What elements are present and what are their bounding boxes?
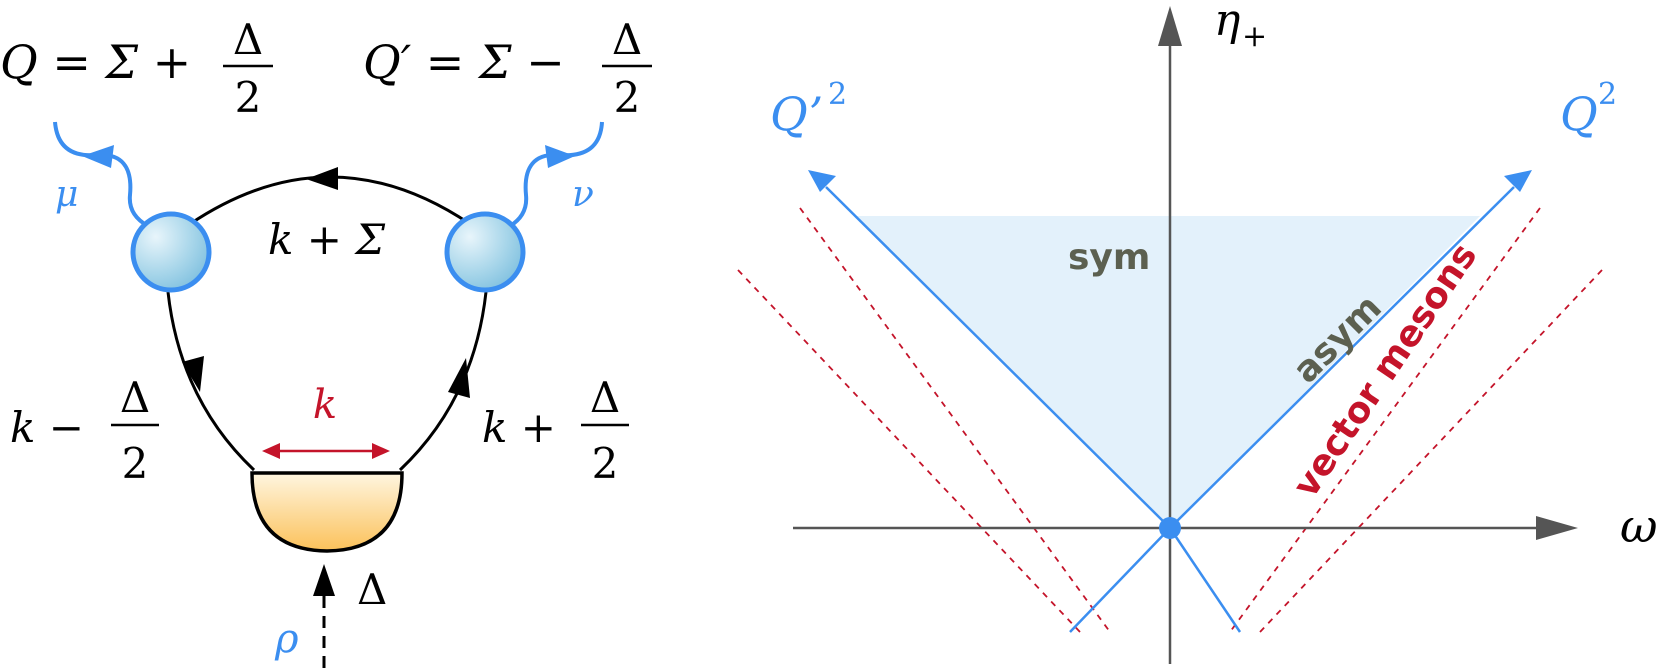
q2-diagonal <box>1169 186 1515 529</box>
right-frac-num: Δ <box>590 373 620 422</box>
q-right-frac-den: 2 <box>614 73 641 122</box>
feynman-diagram: Q = Σ + Δ 2 Q′ = Σ − Δ 2 μ ν k + Σ <box>0 15 652 671</box>
right-momentum: k + Δ 2 <box>482 373 629 488</box>
top-propagator-arrow <box>306 167 338 190</box>
left-propagator-arrow <box>182 356 204 392</box>
vertex-blob-right <box>444 211 526 293</box>
mu-label: μ <box>55 174 78 215</box>
vector-meson-lines <box>737 207 1603 633</box>
photon-mu-line <box>53 121 150 228</box>
photon-mu-arrow <box>82 145 114 168</box>
left-frac-den: 2 <box>122 439 149 488</box>
q2-arrow <box>1504 170 1532 192</box>
left-momentum: k − Δ 2 <box>10 373 159 488</box>
q-right-frac-num: Δ <box>612 15 642 64</box>
origin-dot <box>1159 517 1181 539</box>
q-left-frac-den: 2 <box>235 73 262 122</box>
rho-label: ρ <box>274 616 299 662</box>
q2-diagonal-lower <box>1168 527 1242 633</box>
vm-line-3 <box>1229 207 1541 633</box>
left-momentum-text: k − <box>10 403 84 452</box>
q-right-text: Q′ = Σ − <box>363 35 565 89</box>
right-propagator <box>398 291 488 472</box>
top-momentum-label: k + Σ <box>268 215 385 264</box>
sym-shaded-region <box>854 216 1480 528</box>
left-frac-num: Δ <box>120 373 150 422</box>
omega-axis-arrow <box>1536 516 1578 540</box>
eta-subscript: + <box>1242 19 1267 54</box>
photon-nu-line <box>508 121 604 228</box>
photon-nu-arrow <box>545 145 575 168</box>
k-label: k <box>313 382 337 428</box>
vm-line-1 <box>799 207 1111 633</box>
rho-arrow <box>313 564 335 596</box>
q-right-equation: Q′ = Σ − Δ 2 <box>363 15 652 122</box>
kinematics-plot: η + ω Q’ 2 Q 2 sym asym vector mesons <box>737 0 1658 664</box>
delta-bottom-label: Δ <box>357 565 387 614</box>
omega-label: ω <box>1620 499 1658 553</box>
k-arrow-right-head <box>372 443 390 459</box>
nu-label: ν <box>572 174 594 215</box>
q-prime2-exp: 2 <box>828 77 847 112</box>
k-arrow-left-head <box>262 443 280 459</box>
q-prime2-diagonal-lower <box>1069 527 1171 633</box>
q-prime2-diagonal <box>825 186 1171 529</box>
sym-label: sym <box>1068 237 1150 278</box>
q-prime2-arrow <box>808 170 836 192</box>
right-frac-den: 2 <box>592 439 619 488</box>
q-prime2-label: Q’ <box>770 87 823 141</box>
q2-exp: 2 <box>1598 77 1617 112</box>
q-left-text: Q = Σ + <box>0 35 191 89</box>
vertex-blob-left <box>130 211 212 293</box>
right-propagator-arrow <box>448 358 470 398</box>
right-momentum-text: k + <box>482 403 556 452</box>
q-left-equation: Q = Σ + Δ 2 <box>0 15 273 122</box>
q-left-frac-num: Δ <box>233 15 263 64</box>
hadron-bowl <box>250 471 404 553</box>
eta-axis-arrow <box>1158 6 1182 46</box>
q2-label: Q <box>1560 87 1598 141</box>
left-propagator <box>166 291 256 472</box>
eta-label: η <box>1214 0 1240 46</box>
